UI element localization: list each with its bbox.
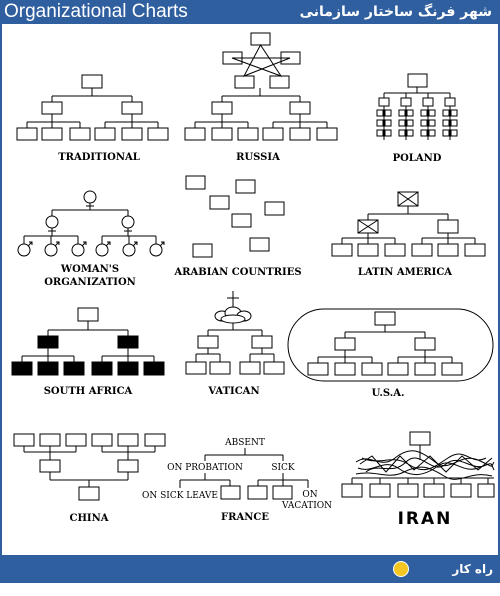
france-label: FRANCE — [221, 512, 269, 523]
arabian-label: ARABIAN COUNTRIES — [173, 267, 301, 278]
womans-label-line1: WOMAN'S — [60, 264, 119, 275]
footer-bar: راه کار مدیریت — [0, 555, 500, 594]
south-africa-label: SOUTH AFRICA — [44, 386, 133, 397]
france-on-sick-leave-label: ON SICK LEAVE — [142, 491, 218, 501]
france-sick-label: SICK — [271, 463, 295, 473]
france-absent-label: ABSENT — [224, 438, 265, 448]
scribble-lines — [355, 445, 495, 480]
vatican-chart: VATICAN — [185, 291, 285, 397]
org-charts-illustration: TRADITIONAL RUSSIA — [11, 32, 495, 529]
china-chart: CHINA — [13, 433, 166, 524]
france-vacation-label: VACATION — [281, 501, 332, 511]
latin-america-label: LATIN AMERICA — [358, 267, 452, 278]
usa-label: U.S.A. — [372, 388, 405, 399]
poland-label: POLAND — [393, 153, 442, 164]
page-title: Organizational Charts — [4, 1, 188, 22]
iran-label: IRAN — [398, 509, 453, 529]
sun-icon — [393, 561, 409, 577]
womans-organization-chart: WOMAN'S ORGANIZATION — [17, 190, 165, 288]
footer-logo[interactable]: راه کار مدیریت — [393, 560, 493, 594]
south-africa-chart: SOUTH AFRICA — [11, 307, 165, 397]
arabian-countries-chart: ARABIAN COUNTRIES — [173, 175, 302, 278]
cloud-cross-icon — [214, 291, 252, 324]
iran-chart: IRAN — [341, 431, 495, 529]
womans-label-line2: ORGANIZATION — [44, 277, 136, 288]
footer-brand: راه کار مدیریت — [449, 562, 493, 594]
france-on-probation-label: ON PROBATION — [167, 463, 243, 473]
russia-label: RUSSIA — [236, 152, 280, 163]
france-chart: ABSENT ON PROBATION SICK ON SICK LEAVE O… — [142, 438, 332, 523]
vatican-label: VATICAN — [207, 386, 259, 397]
usa-chart: U.S.A. — [287, 308, 494, 399]
france-on-label: ON — [302, 490, 317, 500]
china-label: CHINA — [70, 513, 109, 524]
page-title-persian: شهر فرنگ ساختار سازمانی — [299, 4, 492, 20]
russia-chart: RUSSIA — [184, 32, 338, 163]
traditional-chart: TRADITIONAL — [16, 74, 169, 163]
traditional-label: TRADITIONAL — [58, 152, 140, 163]
poland-chart: POLAND — [376, 73, 458, 164]
latin-america-chart: LATIN AMERICA — [331, 191, 486, 278]
header-bar: Organizational Charts شهر فرنگ ساختار سا… — [0, 0, 500, 24]
